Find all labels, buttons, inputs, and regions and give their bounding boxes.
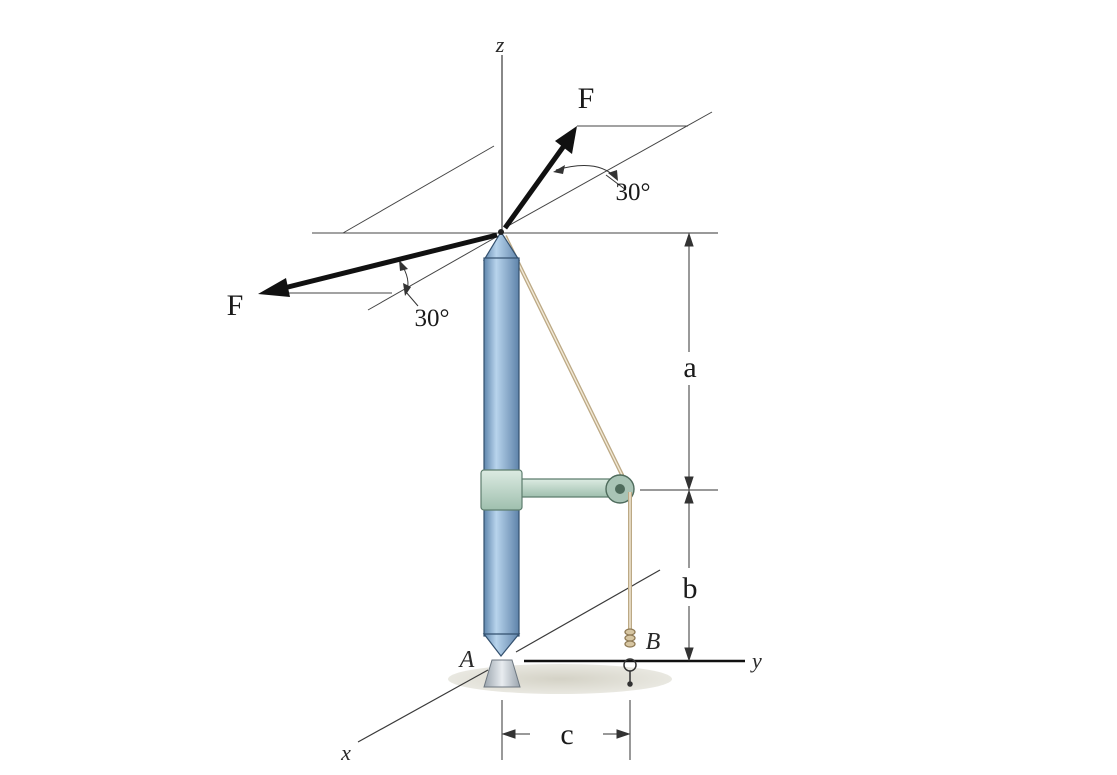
upper-angle-arrow-a [553, 165, 565, 174]
upper-force-arrowhead [555, 126, 577, 154]
pole [482, 229, 521, 657]
bracket-collar [480, 469, 523, 511]
dim-a-arrow-bottom [684, 476, 694, 491]
lower-angle-label: 30° [415, 305, 450, 332]
lower-angle-leader [405, 291, 419, 307]
angle-arcs [399, 165, 627, 307]
bracket-arm [514, 478, 622, 498]
dim-c-arrow-left [501, 729, 516, 739]
upper-angle-leader [605, 174, 627, 191]
upper-angle-arrow-b [608, 170, 618, 181]
y-axis-label: y [750, 648, 762, 673]
x-axis [357, 669, 489, 743]
point-a-label: A [458, 647, 475, 673]
upper-force-label: F [578, 82, 595, 115]
lower-force-arrowhead [258, 278, 290, 297]
bracket [480, 469, 635, 511]
support-cone [483, 659, 521, 688]
anchor-eye-bolt [623, 658, 637, 687]
pulley-hub [615, 484, 625, 494]
x-axis-label: x [340, 740, 351, 765]
dim-c-label: c [560, 718, 573, 751]
upper-angle-label: 30° [616, 179, 651, 206]
axes [357, 55, 745, 743]
upper-plane-line-1 [342, 145, 495, 234]
lower-plane-line [367, 235, 499, 311]
rope-knot [624, 628, 636, 648]
pole-bottom-cap [482, 633, 521, 657]
dimension-lines [501, 232, 718, 760]
z-axis-label: z [495, 32, 505, 57]
pole-shaft [483, 257, 520, 637]
guy-rope-highlight [504, 235, 628, 486]
pole-top-pin [498, 229, 504, 235]
lower-angle-arrow-b [403, 283, 411, 296]
dim-b-arrow-top [684, 489, 694, 504]
lower-force-shaft [283, 232, 498, 291]
lower-force-label: F [227, 289, 244, 322]
upper-plane-line-2 [507, 111, 713, 227]
dim-a-arrow-top [684, 232, 694, 247]
forces [258, 126, 577, 297]
point-b-label: B [646, 629, 661, 655]
dim-a-label: a [683, 351, 696, 384]
x-axis-back [515, 569, 661, 653]
upper-force-shaft [502, 141, 569, 230]
construction-lines [262, 111, 718, 311]
dim-c-arrow-right [616, 729, 631, 739]
dim-b-arrow-bottom [684, 647, 694, 662]
lower-angle-arrow-a [399, 260, 408, 271]
dim-b-label: b [683, 572, 698, 605]
ground-shadow [448, 664, 672, 694]
